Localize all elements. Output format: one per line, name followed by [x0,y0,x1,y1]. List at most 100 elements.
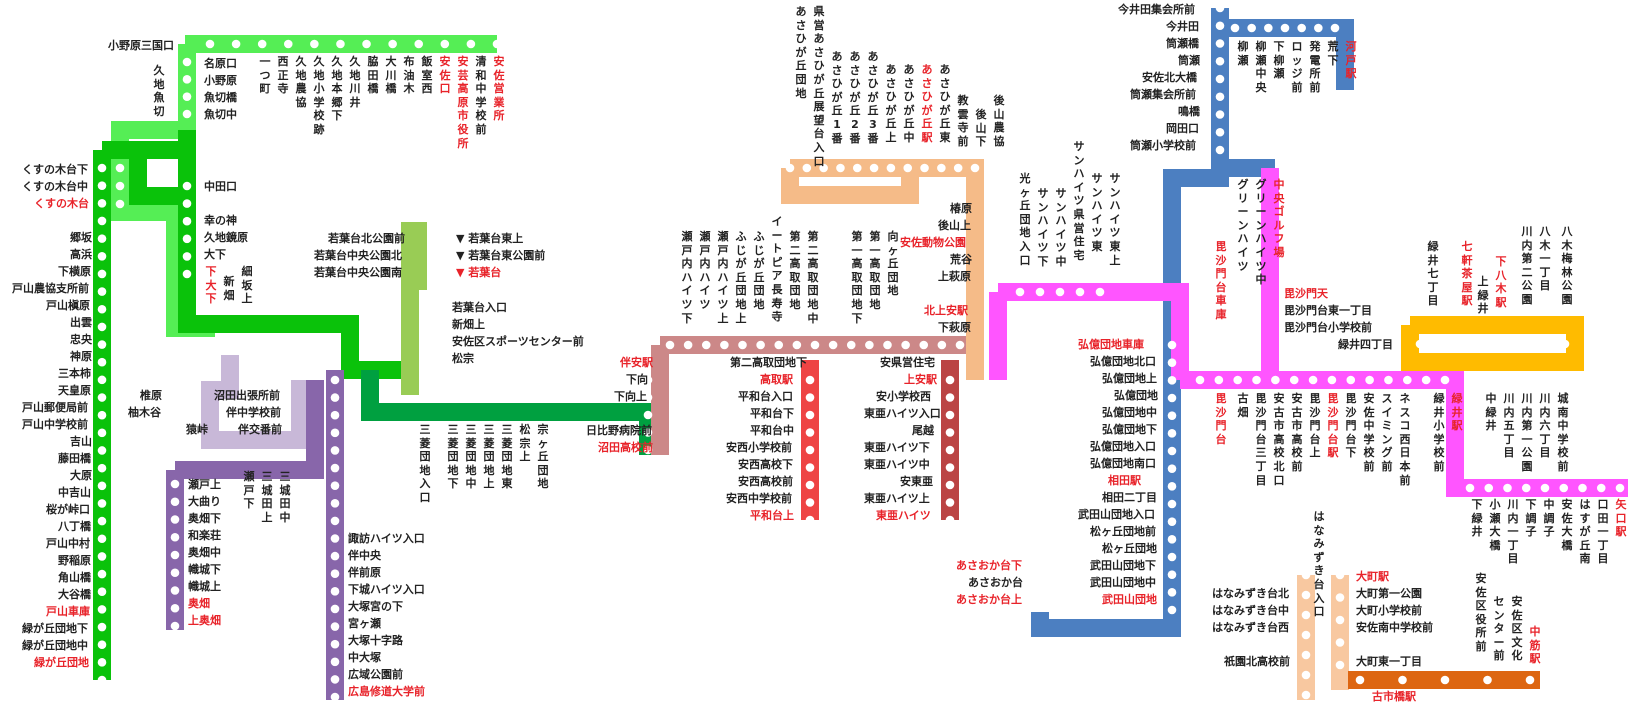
stop-dot [1336,571,1345,580]
stop-label: 奥畑中 [188,544,221,562]
stop-label: 下向 [626,371,648,389]
stop-dot [1216,21,1225,30]
stop-dot [98,570,107,579]
stop-dot [171,497,180,506]
stop-dot [1522,484,1531,493]
stop-label: 大町第一公園 [1356,585,1422,603]
stop-dot [171,515,180,524]
stop-dot [1331,24,1340,33]
stop-dot [183,92,192,101]
stop-dot [98,676,107,685]
stop-dot [98,517,107,526]
stop-label: 中田口 [204,178,237,196]
stop-dot [946,498,955,507]
stop-label: 幟城下 [188,561,221,579]
stop-dot [171,480,180,489]
stop-label-vertical: 七 軒 茶 屋 駅 [1460,240,1474,308]
stop-dot [98,623,107,632]
stop-dot [1452,340,1461,349]
stop-dot [98,358,107,367]
stop-label: くすの木台中 [22,178,88,196]
stop-label: 弘億団地 [1114,387,1158,405]
stop-dot [1247,24,1256,33]
stop-label-vertical: グ リ ー ン ハ イ ツ [1236,178,1250,273]
stop-dot [1076,288,1085,297]
stop-label: 松宗 [452,350,474,368]
stop-label: 弘億団地南口 [1090,455,1156,473]
stop-label: 角山橋 [58,569,91,587]
stop-label: 平和台下 [750,405,794,423]
stop-label-vertical: 県 営 あ さ ひ が 丘 展 望 台 入 口 [812,5,826,168]
stop-label-vertical: 安 佐 大 橋 [1560,498,1574,552]
stop-label-vertical: 大 川 橋 [384,55,398,96]
stop-dot [183,252,192,261]
stop-label: 天皇原 [58,382,91,400]
stop-label: 緑が丘団地中 [22,637,88,655]
stop-label-vertical: 毘 沙 門 台 上 [1308,392,1322,460]
stop-dot [98,199,107,208]
stop-label-vertical: サ ン ハ イ ツ 東 [1090,172,1104,254]
stop-label-vertical: グ リ ー ン ハ イ ツ 中 [1254,178,1268,287]
stop-label: 沼田出張所前 [214,387,280,405]
stop-label-vertical: 安 古 市 高 校 前 [1290,392,1304,474]
stop-dot [98,640,107,649]
stop-label: 平和台中 [750,422,794,440]
stop-dot [1215,376,1224,385]
stop-label-vertical: あ さ ひ が 丘 3 番 [866,50,880,145]
stop-dot [1302,591,1311,600]
stop-label-vertical: 瀬 戸 内 ハ イ ツ 上 [716,230,730,325]
stop-dot [1168,500,1177,509]
stop-label: 大塚宮の下 [348,598,403,616]
stop-label: 久地鏡原 [204,229,248,247]
stop-label: 大町東一丁目 [1356,653,1422,671]
stop-label-vertical: 八 木 一 丁 目 [1538,225,1552,293]
stop-label-vertical: 川 内 一 丁 目 [1506,498,1520,566]
stop-dot [793,341,802,350]
stop-label: 弘億団地入口 [1090,438,1156,456]
stop-label: 安東亜 [900,473,933,491]
stop-label: 弘億団地下 [1102,421,1157,439]
stop-dot [183,217,192,226]
stop-label: 平和台上 [750,507,794,525]
stop-label-vertical: 八 木 梅 林 公 園 [1560,225,1574,307]
stop-dot [1252,376,1261,385]
stop-dot [1216,39,1225,48]
stop-label: 魚切中 [204,106,237,124]
stop-dot [1016,288,1025,297]
stop-label-vertical: サ ン ハ イ ツ 東 上 [1108,172,1122,267]
stop-label-vertical: 川 内 六 丁 目 [1538,392,1552,460]
stop-label: 東亜ハイツ [876,507,931,525]
stop-label: 東亜ハイツ中 [864,456,930,474]
stop-label-vertical: 新 畑 [222,275,236,302]
stop-label-vertical: サ ン ハ イ ツ 下 [1036,187,1050,269]
stop-dot [171,622,180,631]
stop-dot [1416,340,1425,349]
stop-label: 戸山農協支所前 [12,280,89,298]
stop-dot [310,40,319,49]
stop-label: 出雲 [70,314,92,332]
stop-label: 瀬戸上 [188,476,221,494]
stop-label-vertical: 安 佐 中 学 校 前 [1362,392,1376,474]
stop-dot [98,164,107,173]
stop-dot [98,605,107,614]
stop-label: 大塚十字路 [348,632,403,650]
stop-dot [806,498,815,507]
stop-dot [441,40,450,49]
stop-label: 北上安駅 [924,302,968,320]
stop-label: 岡田口 [1166,120,1199,138]
stop-dot [1168,341,1177,350]
stop-label: 名原口 [204,55,237,73]
stop-dot [946,446,955,455]
stop-dot [183,235,192,244]
stop-dot [853,164,862,173]
stop-dot [684,341,693,350]
stop-label-vertical: 脇 田 橋 [366,55,380,96]
stop-dot [938,341,947,350]
stop-dot [493,40,502,49]
stop-dot [1168,394,1177,403]
stop-label-vertical: 中 央 ゴ ル フ 場 [1272,178,1286,260]
stop-label-vertical: 久 地 小 学 校 跡 [312,55,326,137]
stop-dot [98,287,107,296]
stop-label: 弘億団地車庫 [1078,336,1144,354]
stop-label-vertical: 教 雲 寺 前 [956,94,970,148]
